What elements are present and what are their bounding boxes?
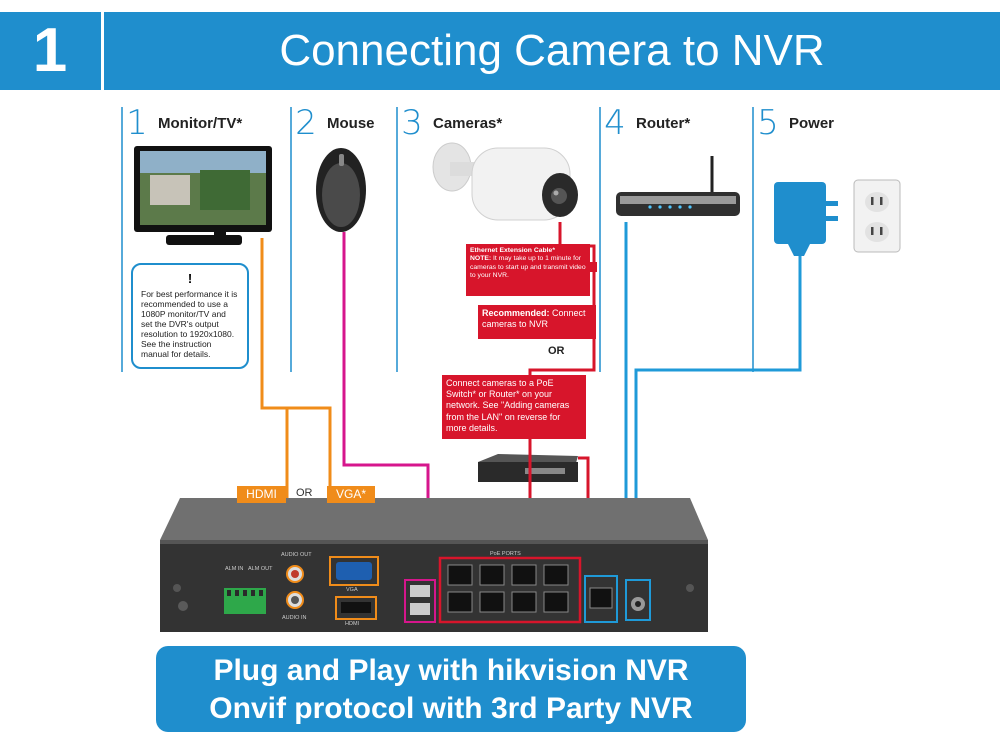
step-number-4: 4 bbox=[604, 103, 626, 143]
poe-ports-label: PoE PORTS bbox=[490, 551, 521, 557]
tip-text: For best performance it is recommended t… bbox=[141, 289, 238, 359]
title-divider bbox=[101, 12, 104, 90]
step-label-mouse: Mouse bbox=[327, 114, 375, 132]
step-label-power: Power bbox=[789, 114, 835, 132]
extension-cable-note: Ethernet Extension Cable* NOTE: It may t… bbox=[466, 244, 590, 296]
banner-line-2: Onvif protocol with 3rd Party NVR bbox=[209, 692, 693, 725]
monitor-icon bbox=[134, 146, 272, 245]
poe-switch-note: Connect cameras to a PoE Switch* or Rout… bbox=[442, 375, 586, 439]
title-bar: 1 Connecting Camera to NVR bbox=[0, 12, 1000, 90]
bullet-camera-icon bbox=[432, 142, 578, 221]
banner-line-1: Plug and Play with hikvision NVR bbox=[213, 654, 689, 687]
note-label: NOTE: bbox=[470, 255, 492, 263]
page-title: Connecting Camera to NVR bbox=[279, 26, 825, 75]
step-number-3: 3 bbox=[401, 103, 423, 143]
step-number-2: 2 bbox=[295, 103, 317, 143]
alarm-in-label: ALM IN bbox=[225, 566, 244, 572]
hdmi-port-label: HDMI bbox=[345, 621, 360, 627]
hdmi-vga-or: OR bbox=[296, 487, 313, 499]
compatibility-banner: Plug and Play with hikvision NVR Onvif p… bbox=[156, 646, 746, 732]
step-label-cameras: Cameras* bbox=[433, 114, 503, 132]
step-label-monitor: Monitor/TV* bbox=[158, 114, 243, 132]
hdmi-tag: HDMI bbox=[237, 486, 286, 503]
poe-switch-icon bbox=[478, 454, 578, 482]
step-number-1: 1 bbox=[126, 103, 148, 143]
step-power: 5 Power bbox=[753, 106, 834, 140]
audio-in-label: AUDIO IN bbox=[282, 615, 307, 621]
step-cameras: 3 Cameras* bbox=[397, 106, 502, 140]
note-text: It may take up to 1 minute for cameras t… bbox=[470, 255, 586, 280]
extension-note: NOTE: It may take up to 1 minute for cam… bbox=[470, 255, 586, 280]
nvr-device bbox=[160, 498, 708, 632]
step-router: 4 Router* bbox=[600, 106, 690, 140]
power-cable bbox=[634, 256, 802, 585]
power-adapter-icon bbox=[774, 182, 838, 256]
vga-tag: VGA* bbox=[327, 486, 375, 503]
vga-port-label: VGA bbox=[346, 587, 358, 593]
step-mouse: 2 Mouse bbox=[291, 103, 375, 143]
wall-outlet-icon bbox=[853, 179, 901, 253]
recommended-text: Connect cameras to NVR bbox=[482, 308, 586, 329]
or-label: OR bbox=[548, 345, 565, 357]
extension-title: Ethernet Extension Cable* bbox=[470, 247, 555, 254]
recommended-label: Recommended: bbox=[482, 308, 550, 318]
alarm-out-label: ALM OUT bbox=[248, 566, 273, 572]
step-label-router: Router* bbox=[636, 114, 691, 132]
router-icon bbox=[616, 156, 740, 216]
vga-cable bbox=[262, 406, 332, 486]
mouse-icon bbox=[316, 148, 366, 232]
step-number: 1 bbox=[32, 16, 68, 85]
step-monitor: 1 Monitor/TV* bbox=[122, 106, 242, 140]
monitor-tip-callout: ! For best performance it is recommended… bbox=[131, 263, 249, 369]
step-number-5: 5 bbox=[757, 103, 779, 143]
exclamation-icon: ! bbox=[187, 271, 193, 286]
audio-out-label: AUDIO OUT bbox=[281, 552, 312, 558]
recommended-note: Recommended: Connect cameras to NVR bbox=[478, 305, 596, 339]
